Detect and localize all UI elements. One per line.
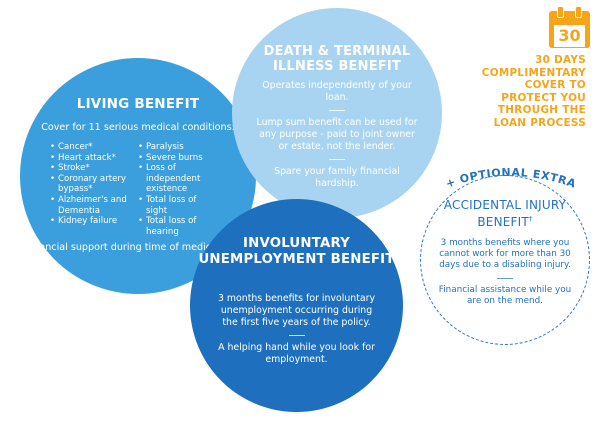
conditions-list-left: Cancer* Heart attack* Stroke* Coronary a… bbox=[50, 142, 138, 227]
calendar-ring bbox=[575, 6, 582, 18]
calendar-icon: 30 bbox=[549, 6, 590, 48]
unemployment-benefit-body: 3 months benefits for involuntary unempl… bbox=[212, 293, 381, 366]
condition-item: Kidney failure bbox=[50, 216, 138, 227]
condition-item: Total loss of sight bbox=[138, 195, 218, 216]
divider bbox=[288, 335, 305, 336]
accidental-injury-circle: ACCIDENTAL INJURY BENEFIT† 3 months bene… bbox=[420, 175, 590, 345]
accidental-injury-title-text: ACCIDENTAL INJURY BENEFIT bbox=[443, 198, 567, 229]
condition-item: Paralysis bbox=[138, 142, 218, 153]
death-benefit-point: Spare your family financial hardship. bbox=[274, 166, 400, 189]
condition-item: Heart attack* bbox=[50, 153, 138, 164]
condition-item: Loss of independent existence bbox=[138, 163, 218, 195]
death-terminal-illness-circle: DEATH & TERMINAL ILLNESS BENEFIT Operate… bbox=[232, 8, 442, 218]
death-benefit-body: Operates independently of your loan. Lum… bbox=[254, 80, 420, 190]
calendar-body: 30 bbox=[549, 11, 590, 48]
condition-item: Coronary artery bypass* bbox=[50, 174, 138, 195]
death-benefit-title: DEATH & TERMINAL ILLNESS BENEFIT bbox=[263, 44, 411, 74]
dagger-mark: † bbox=[528, 215, 533, 223]
accidental-injury-point: Financial assistance while you are on th… bbox=[438, 284, 572, 306]
condition-item: Stroke* bbox=[50, 163, 138, 174]
condition-item: Total loss of hearing bbox=[138, 216, 218, 237]
calendar-ring bbox=[557, 6, 564, 18]
divider bbox=[329, 110, 345, 111]
unemployment-benefit-point: A helping hand while you look for employ… bbox=[218, 342, 375, 365]
accidental-injury-title: ACCIDENTAL INJURY BENEFIT† bbox=[421, 198, 589, 229]
divider bbox=[497, 277, 513, 279]
death-benefit-point: Lump sum benefit can be used for any pur… bbox=[256, 117, 418, 152]
calendar-page: 30 bbox=[554, 25, 585, 47]
death-benefit-point: Operates independently of your loan. bbox=[262, 80, 412, 103]
condition-item: Alzheimer's and Dementia bbox=[50, 195, 138, 216]
unemployment-benefit-title: INVOLUNTARY UNEMPLOYMENT BENEFIT bbox=[198, 236, 395, 267]
living-benefit-title: LIVING BENEFIT bbox=[76, 96, 200, 112]
accidental-injury-point: 3 months benefits where you cannot work … bbox=[439, 238, 571, 271]
condition-item: Cancer* bbox=[50, 142, 138, 153]
living-benefit-intro: Cover for 11 serious medical conditions: bbox=[41, 122, 235, 133]
conditions-list-right: Paralysis Severe burns Loss of independe… bbox=[138, 142, 218, 237]
condition-item: Severe burns bbox=[138, 153, 218, 164]
living-benefit-footer: Financial support during time of medical… bbox=[25, 242, 251, 253]
calendar-number: 30 bbox=[558, 26, 581, 45]
divider bbox=[329, 159, 345, 160]
living-benefit-circle: LIVING BENEFIT Cover for 11 serious medi… bbox=[20, 58, 256, 294]
unemployment-benefit-circle: INVOLUNTARY UNEMPLOYMENT BENEFIT 3 month… bbox=[190, 199, 403, 412]
accidental-injury-body: 3 months benefits where you cannot work … bbox=[435, 238, 575, 307]
unemployment-benefit-point: 3 months benefits for involuntary unempl… bbox=[217, 293, 376, 328]
complimentary-cover-text: 30 DAYS COMPLIMENTARY COVER TO PROTECT Y… bbox=[481, 54, 586, 129]
